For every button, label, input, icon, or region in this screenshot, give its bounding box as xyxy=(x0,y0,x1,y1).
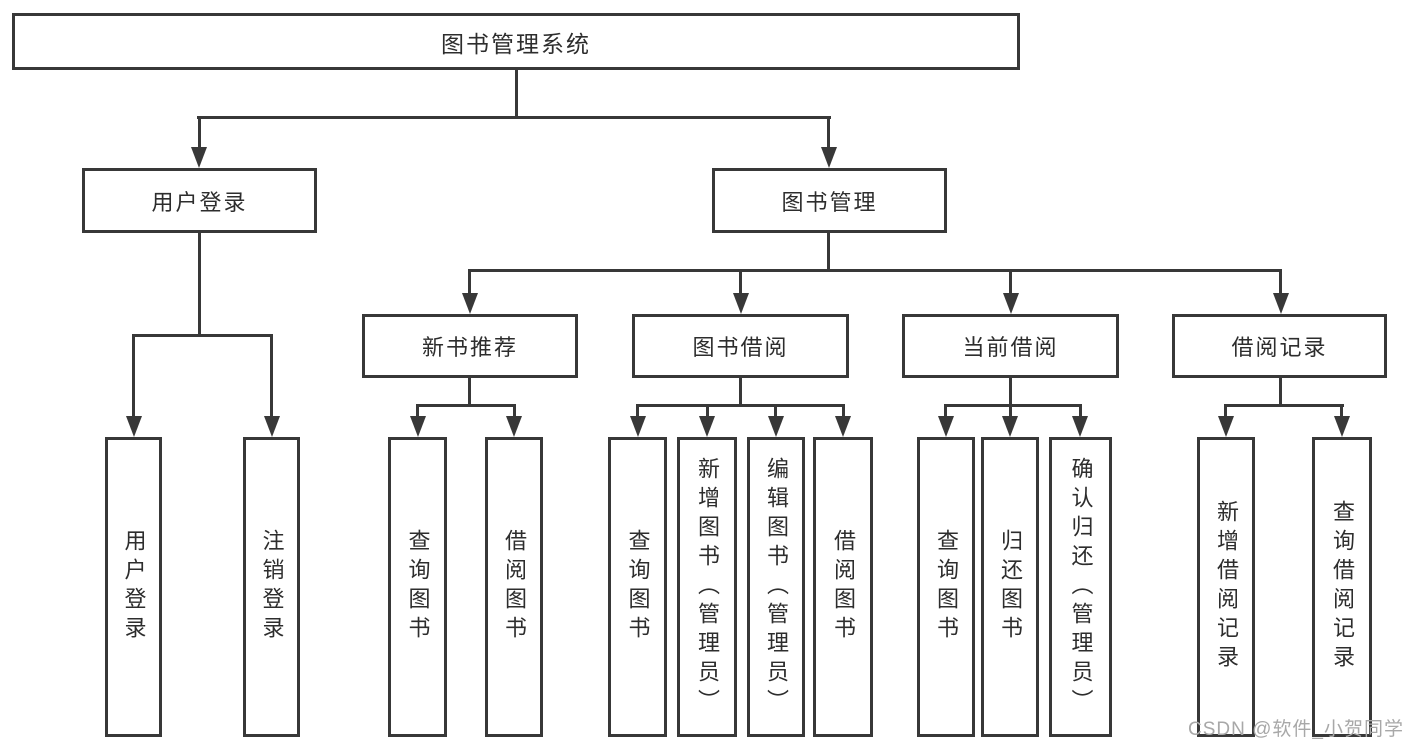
connector-root-stem xyxy=(515,70,518,119)
connector-user-login-stem xyxy=(198,233,201,337)
arrow-down-icon xyxy=(630,416,646,437)
arrow-down-icon xyxy=(938,416,954,437)
connector-root-branch xyxy=(197,116,831,119)
leaf-label: 确认归还（管理员） xyxy=(1068,456,1094,718)
arrow-down-icon xyxy=(126,416,142,437)
connector-leaf xyxy=(1009,405,1012,421)
leaf-user-login: 用户登录 xyxy=(105,437,162,737)
connector-to-book-borrowing xyxy=(739,270,742,297)
arrow-down-icon xyxy=(699,416,715,437)
connector-book-management-stem xyxy=(827,233,830,272)
connector-current-borrowing-branch xyxy=(944,404,1082,407)
arrow-down-icon xyxy=(733,293,749,314)
node-current-borrowing: 当前借阅 xyxy=(902,314,1119,378)
arrow-down-icon xyxy=(506,416,522,437)
leaf-add-borrow-record: 新增借阅记录 xyxy=(1197,437,1255,737)
leaf-label: 用户登录 xyxy=(121,529,147,645)
leaf-query-borrow-record: 查询借阅记录 xyxy=(1312,437,1372,737)
connector-to-current-borrowing xyxy=(1009,270,1012,297)
arrow-down-icon xyxy=(835,416,851,437)
leaf-query-books-1: 查询图书 xyxy=(388,437,447,737)
connector-leaf xyxy=(1079,405,1082,421)
node-label: 图书借阅 xyxy=(692,335,789,360)
node-label: 当前借阅 xyxy=(962,335,1059,360)
arrow-down-icon xyxy=(1218,416,1234,437)
leaf-borrow-books-1: 借阅图书 xyxy=(485,437,543,737)
connector-new-book-branch xyxy=(416,404,516,407)
node-label: 图书管理 xyxy=(781,189,878,215)
leaf-query-books-2: 查询图书 xyxy=(608,437,667,737)
node-user-login: 用户登录 xyxy=(82,168,317,233)
connector-book-borrowing-stem xyxy=(739,378,742,407)
connector-to-book-management xyxy=(827,117,830,151)
csdn-watermark: CSDN @软件_小贺同学 xyxy=(1188,719,1404,740)
leaf-label: 查询借阅记录 xyxy=(1330,500,1355,674)
connector-leaf xyxy=(416,405,419,421)
node-book-management: 图书管理 xyxy=(712,168,947,233)
connector-leaf xyxy=(513,405,516,421)
connector-leaf xyxy=(774,405,777,421)
connector-to-borrowing-records xyxy=(1279,270,1282,297)
connector-book-management-branch xyxy=(468,269,1282,272)
node-label: 新书推荐 xyxy=(421,335,518,360)
leaf-confirm-return-admin: 确认归还（管理员） xyxy=(1049,437,1112,737)
leaf-borrow-books-2: 借阅图书 xyxy=(813,437,873,737)
node-label: 用户登录 xyxy=(151,189,248,215)
connector-leaf xyxy=(636,405,639,421)
leaf-label: 注销登录 xyxy=(259,529,285,645)
connector-new-book-stem xyxy=(468,378,471,407)
leaf-add-books-admin: 新增图书（管理员） xyxy=(677,437,737,737)
leaf-label: 编辑图书（管理员） xyxy=(764,456,789,718)
leaf-label: 借阅图书 xyxy=(831,529,856,645)
leaf-label: 借阅图书 xyxy=(502,529,527,645)
leaf-edit-books-admin: 编辑图书（管理员） xyxy=(747,437,805,737)
leaf-logout: 注销登录 xyxy=(243,437,300,737)
node-label: 图书管理系统 xyxy=(441,30,591,57)
connector-leaf xyxy=(842,405,845,421)
arrow-down-icon xyxy=(1334,416,1350,437)
node-book-borrowing: 图书借阅 xyxy=(632,314,849,378)
connector-book-borrowing-branch xyxy=(636,404,845,407)
node-borrowing-records: 借阅记录 xyxy=(1172,314,1387,378)
arrow-down-icon xyxy=(264,416,280,437)
connector-borrowing-records-branch xyxy=(1224,404,1344,407)
connector-current-borrowing-stem xyxy=(1009,378,1012,407)
connector-to-user-login xyxy=(198,117,201,151)
connector-borrowing-records-stem xyxy=(1279,378,1282,407)
connector-to-new-book xyxy=(468,270,471,297)
node-new-book-recommendation: 新书推荐 xyxy=(362,314,578,378)
leaf-label: 新增借阅记录 xyxy=(1214,500,1239,674)
leaf-return-books: 归还图书 xyxy=(981,437,1039,737)
leaf-label: 查询图书 xyxy=(625,529,651,645)
connector-leaf xyxy=(944,405,947,421)
leaf-query-books-3: 查询图书 xyxy=(917,437,975,737)
leaf-label: 查询图书 xyxy=(405,529,431,645)
arrow-down-icon xyxy=(1002,416,1018,437)
arrow-down-icon xyxy=(1072,416,1088,437)
connector-to-user-login-leaf xyxy=(132,335,135,421)
leaf-label: 归还图书 xyxy=(998,529,1023,645)
arrow-down-icon xyxy=(191,147,207,168)
node-library-management-system: 图书管理系统 xyxy=(12,13,1020,70)
connector-leaf xyxy=(1224,405,1227,421)
leaf-label: 新增图书（管理员） xyxy=(695,456,720,718)
node-label: 借阅记录 xyxy=(1231,335,1328,360)
arrow-down-icon xyxy=(462,293,478,314)
arrow-down-icon xyxy=(768,416,784,437)
arrow-down-icon xyxy=(1273,293,1289,314)
connector-leaf xyxy=(1340,405,1343,421)
arrow-down-icon xyxy=(821,147,837,168)
arrow-down-icon xyxy=(1003,293,1019,314)
leaf-label: 查询图书 xyxy=(934,529,959,645)
connector-user-login-branch xyxy=(132,334,273,337)
connector-to-logout-leaf xyxy=(270,335,273,421)
connector-leaf xyxy=(706,405,709,421)
arrow-down-icon xyxy=(410,416,426,437)
